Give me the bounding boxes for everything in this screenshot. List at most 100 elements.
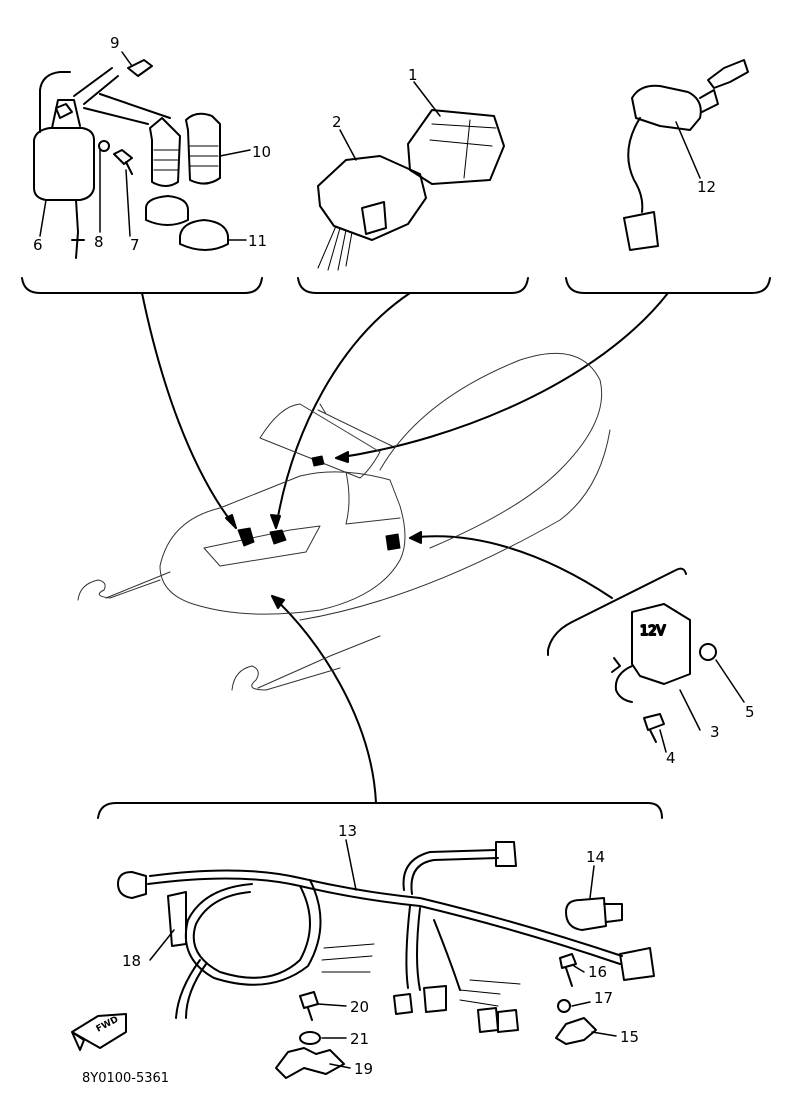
- main-switch-knob: [699, 89, 719, 113]
- forward-arrow-icon: FWD: [71, 1013, 127, 1051]
- callout-leader: [675, 121, 701, 179]
- wire-harness-branch-left: [175, 959, 207, 1019]
- snowmobile-ski-rear: [231, 665, 341, 691]
- snowmobile-body-line: [345, 471, 401, 525]
- callout-9: 9: [110, 34, 120, 52]
- arrowhead: [270, 514, 281, 529]
- ignition-coil: [33, 127, 95, 201]
- cdi-unit-bracket: [317, 155, 427, 241]
- callout-leader: [345, 839, 357, 891]
- leader-cdi-unit: [275, 292, 411, 529]
- leader-regulator: [409, 535, 613, 599]
- wire-harness-branch-down: [405, 905, 461, 991]
- callout-leader: [659, 729, 667, 753]
- regulator-label: 12V: [640, 624, 666, 639]
- leader-wire-harness: [271, 595, 377, 804]
- callout-leader: [679, 689, 701, 731]
- cdi-unit-group: [317, 109, 505, 271]
- harness-clamp-15: [555, 1017, 597, 1045]
- callout-leader: [121, 51, 133, 67]
- panel-bracket-regulator: [547, 567, 687, 656]
- callout-leader: [219, 149, 251, 157]
- wire-harness-main-2: [149, 869, 623, 957]
- spark-plug-cap-ribs: [153, 145, 219, 171]
- ignition-coil-top: [39, 71, 81, 133]
- regulator-group: 12V: [611, 603, 717, 743]
- spark-plug-cover-right: [179, 219, 229, 251]
- snowmobile-outline: [77, 352, 611, 691]
- ignition-coil-mount: [55, 103, 73, 119]
- callout-8: 8: [94, 233, 104, 251]
- snowmobile-highlighted-parts: [237, 455, 401, 551]
- panel-bracket-wire-harness: [97, 802, 663, 819]
- callout-19: 19: [354, 1060, 373, 1078]
- coil-bolt: [113, 149, 133, 175]
- wire-harness-loop: [192, 885, 311, 979]
- callout-6: 6: [33, 236, 43, 254]
- callout-leaders: [39, 51, 745, 1069]
- callout-15: 15: [620, 1028, 639, 1046]
- callout-leader: [125, 169, 131, 237]
- snowmobile-track: [299, 429, 611, 621]
- callout-2: 2: [332, 113, 342, 131]
- callout-14: 14: [586, 848, 605, 866]
- high-tension-lead-lower: [83, 93, 171, 125]
- forward-arrow-shape: [71, 1013, 127, 1051]
- spark-plug-cap-right: [185, 112, 221, 185]
- coil-nut: [98, 140, 110, 152]
- panel-bracket-cdi-unit: [297, 277, 529, 294]
- cdi-unit-bracket-window: [361, 201, 387, 235]
- callout-leader: [317, 1003, 347, 1007]
- voltage-regulator: [631, 603, 691, 685]
- main-switch-body: [631, 84, 702, 131]
- arrowhead: [225, 514, 237, 529]
- callout-13: 13: [338, 822, 357, 840]
- arrowhead: [271, 595, 285, 609]
- cdi-location-mark: [269, 529, 287, 545]
- arrowhead: [409, 531, 422, 544]
- callout-17: 17: [594, 989, 613, 1007]
- harness-connector-top: [495, 841, 517, 867]
- cdi-unit-box: [407, 109, 505, 185]
- leader-main-switch: [335, 292, 669, 459]
- callout-leader: [329, 1063, 351, 1069]
- ignition-coil-lead: [71, 199, 85, 259]
- panel-bracket-ignition-coil: [21, 277, 263, 294]
- callout-leader: [589, 865, 595, 899]
- main-switch-cable: [627, 117, 644, 213]
- switch-location-mark: [311, 455, 325, 467]
- connector-cover: [565, 897, 623, 931]
- snowmobile-handlebar: [317, 403, 393, 447]
- callout-3: 3: [710, 723, 720, 741]
- main-switch-connector: [623, 211, 659, 251]
- callout-leader: [39, 199, 47, 237]
- regulator-bolt: [643, 713, 665, 743]
- callout-5: 5: [745, 703, 755, 721]
- harness-connector-a: [393, 993, 413, 1015]
- main-switch-key: [707, 59, 749, 89]
- snowmobile-rail: [105, 571, 381, 689]
- callout-numbers: 1 2 3 4 5 6 7 8 9 10 11 12 13 14 15 16 1…: [33, 34, 755, 1078]
- callout-leader: [573, 965, 585, 973]
- callout-16: 16: [588, 963, 607, 981]
- regulator-nut: [699, 643, 717, 661]
- callout-leader: [413, 81, 441, 117]
- callout-18: 18: [122, 952, 141, 970]
- snowmobile-windshield: [259, 403, 381, 479]
- callout-10: 10: [252, 143, 271, 161]
- callout-4: 4: [666, 749, 676, 767]
- snowmobile-seat: [379, 352, 603, 549]
- harness-clip: [167, 891, 187, 947]
- callout-21: 21: [350, 1030, 369, 1048]
- callout-leader: [339, 129, 357, 161]
- snowmobile-hood: [159, 471, 406, 615]
- harness-nut-17: [557, 999, 571, 1013]
- snowmobile-ski-front: [77, 579, 161, 601]
- harness-connector-right: [619, 947, 655, 981]
- regulator-lead: [614, 665, 633, 703]
- callout-20: 20: [350, 998, 369, 1016]
- wire-harness-group: [117, 841, 655, 1079]
- harness-connector-left: [117, 871, 147, 899]
- arrowhead: [335, 451, 349, 463]
